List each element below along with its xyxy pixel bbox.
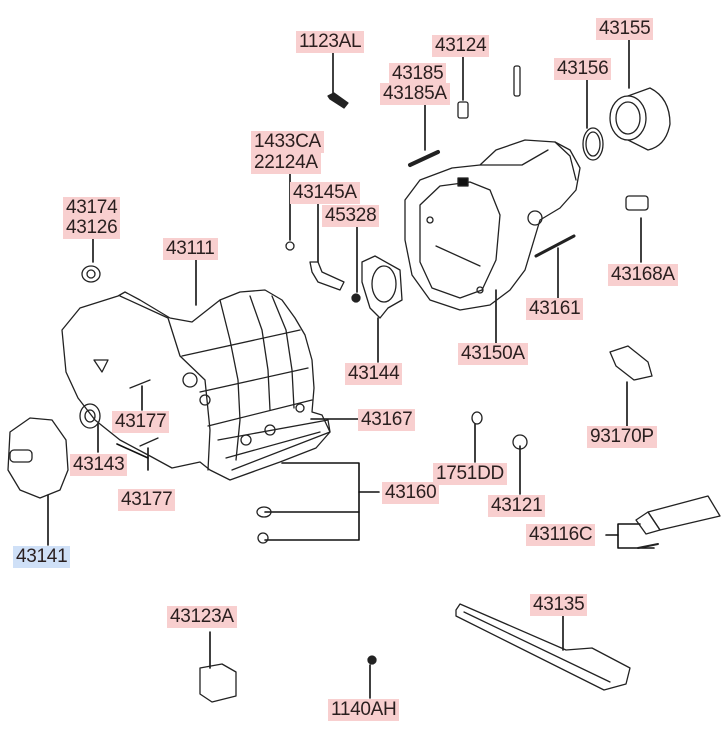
part-label-43124[interactable]: 43124 [432,35,490,57]
part-label-43161[interactable]: 43161 [526,298,584,320]
part-label-43150A[interactable]: 43150A [458,343,528,365]
part-label-45328[interactable]: 45328 [322,205,380,227]
part-label-43126[interactable]: 43126 [63,217,121,239]
transmission-case-drawing [61,289,331,481]
part-label-43121[interactable]: 43121 [488,495,546,517]
part-label-1140AH[interactable]: 1140AH [328,699,400,721]
part-label-43141-selected[interactable]: 43141 [13,546,71,568]
part-label-43155[interactable]: 43155 [596,18,654,40]
small-parts-drawings [7,65,721,703]
part-label-43111[interactable]: 43111 [163,238,218,260]
part-label-43167[interactable]: 43167 [358,409,416,431]
part-label-43177-upper[interactable]: 43177 [112,411,170,433]
part-label-43116C[interactable]: 43116C [526,524,596,546]
extension-housing-drawing [404,139,581,311]
part-label-43135[interactable]: 43135 [530,594,588,616]
part-label-43174[interactable]: 43174 [63,197,121,219]
part-label-1123AL[interactable]: 1123AL [296,31,365,53]
part-label-1433CA[interactable]: 1433CA [251,131,324,153]
part-label-43185[interactable]: 43185 [389,63,447,85]
part-label-43168A[interactable]: 43168A [608,264,678,286]
part-label-43123A[interactable]: 43123A [167,606,237,628]
part-label-1751DD[interactable]: 1751DD [433,463,507,485]
part-label-43143[interactable]: 43143 [70,454,128,476]
part-label-43160[interactable]: 43160 [382,482,440,504]
part-label-43144[interactable]: 43144 [345,363,403,385]
part-label-43145A[interactable]: 43145A [290,182,360,204]
part-label-43177-lower[interactable]: 43177 [118,489,176,511]
part-label-93170P[interactable]: 93170P [587,426,657,448]
part-label-43185A[interactable]: 43185A [380,83,450,105]
part-label-43156[interactable]: 43156 [554,58,612,80]
part-label-22124A[interactable]: 22124A [251,152,321,174]
